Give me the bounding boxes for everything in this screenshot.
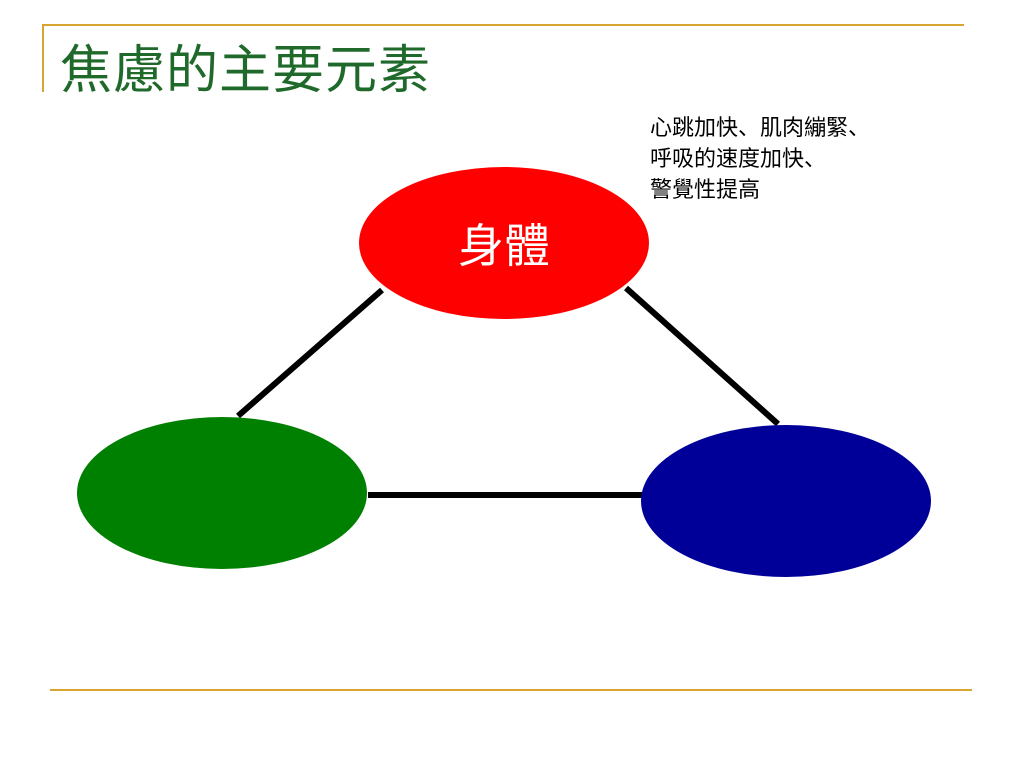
node-left (77, 417, 367, 569)
note-line-3: 警覺性提高 (650, 178, 761, 203)
note-line-1: 心跳加快、肌肉繃緊、 (650, 116, 871, 141)
connector-top-right (623, 285, 781, 427)
connector-top-left (236, 287, 384, 419)
left-rule (42, 24, 44, 92)
bottom-rule (50, 689, 972, 691)
note-line-2: 呼吸的速度加快、 (650, 147, 827, 172)
node-body-label: 身體 (458, 219, 550, 273)
body-symptoms-note: 心跳加快、肌肉繃緊、 呼吸的速度加快、 警覺性提高 (650, 113, 980, 206)
top-rule (42, 24, 964, 26)
node-body (359, 167, 649, 319)
node-right (641, 425, 931, 577)
slide-title: 焦慮的主要元素 (60, 41, 432, 101)
